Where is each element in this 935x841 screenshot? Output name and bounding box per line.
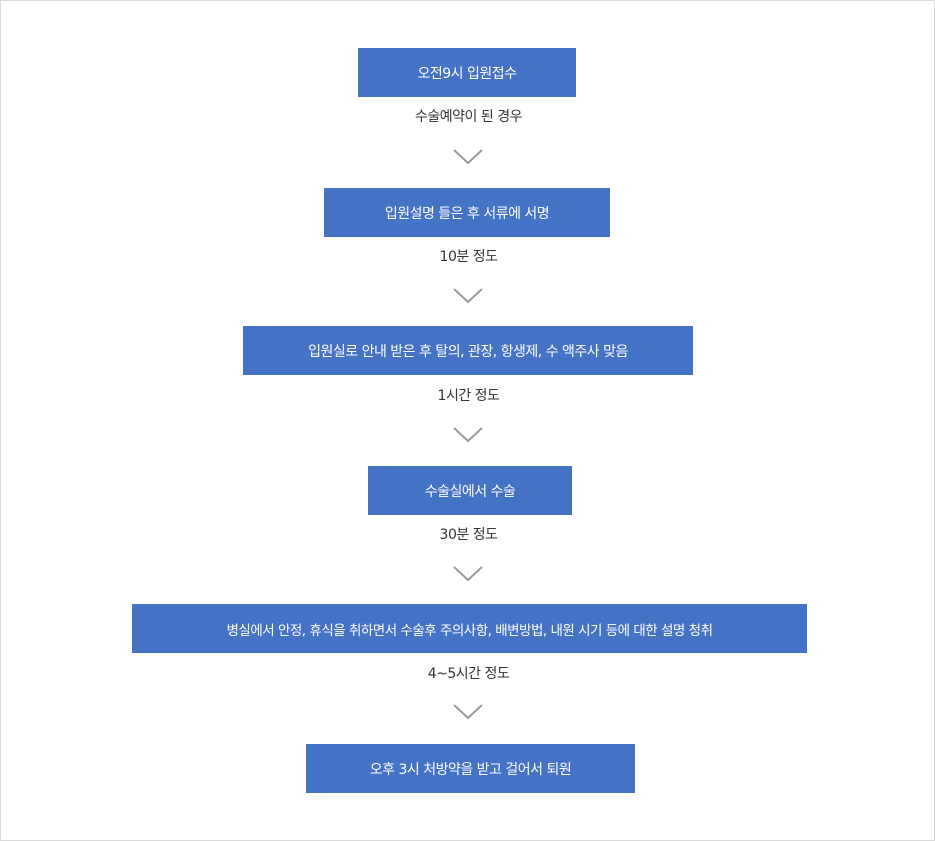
chevron-down-icon	[453, 704, 483, 720]
chevron-down-icon	[453, 149, 483, 165]
step-2-note: 10분 정도	[439, 249, 498, 265]
step-6-label: 오후 3시 처방약을 받고 걸어서 퇴원	[369, 761, 572, 778]
step-4-note: 30분 정도	[439, 527, 498, 543]
step-5-box: 병실에서 안정, 휴식을 취하면서 수술후 주의사항, 배변방법, 내원 시기 …	[132, 604, 807, 653]
step-3-note: 1시간 정도	[437, 388, 500, 404]
step-2-box: 입원설명 들은 후 서류에 서명	[324, 188, 610, 237]
step-3-box: 입원실로 안내 받은 후 탈의, 관장, 항생제, 수 액주사 맞음	[243, 326, 693, 375]
chevron-down-icon	[453, 566, 483, 582]
chevron-down-icon	[453, 427, 483, 443]
step-6-box: 오후 3시 처방약을 받고 걸어서 퇴원	[306, 744, 635, 793]
step-1-note: 수술예약이 된 경우	[415, 109, 522, 125]
step-4-box: 수술실에서 수술	[368, 466, 572, 515]
step-4-label: 수술실에서 수술	[424, 483, 516, 500]
step-1-label: 오전9시 입원접수	[417, 65, 517, 82]
step-1-box: 오전9시 입원접수	[358, 48, 576, 97]
step-5-label: 병실에서 안정, 휴식을 취하면서 수술후 주의사항, 배변방법, 내원 시기 …	[226, 622, 714, 639]
chevron-down-icon	[453, 288, 483, 304]
step-3-label: 입원실로 안내 받은 후 탈의, 관장, 항생제, 수 액주사 맞음	[308, 343, 628, 360]
step-5-note: 4~5시간 정도	[427, 666, 510, 682]
step-2-label: 입원설명 들은 후 서류에 서명	[384, 205, 550, 222]
